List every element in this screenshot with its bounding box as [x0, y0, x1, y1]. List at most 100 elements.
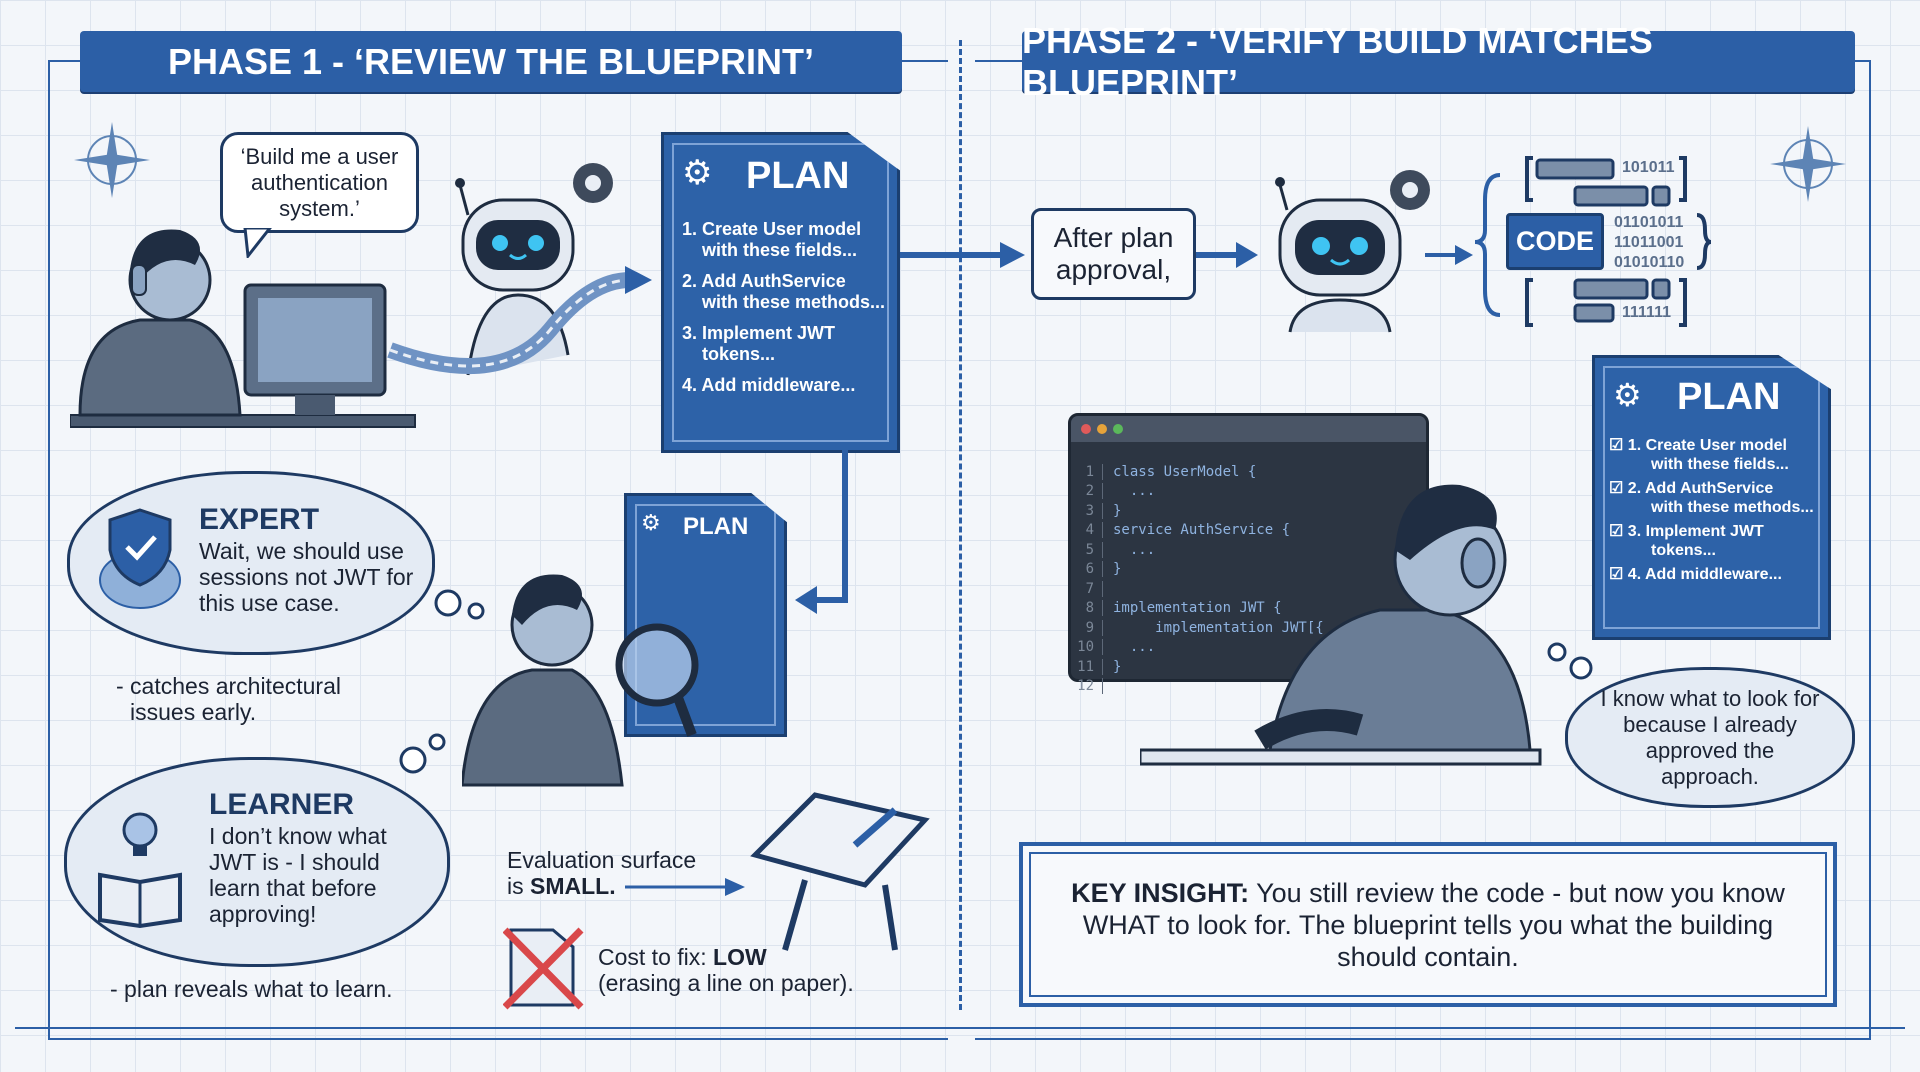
phase2-banner: PHASE 2 - ‘VERIFY BUILD MATCHES BLUEPRIN… [1022, 20, 1855, 103]
code-line: 1 class UserModel { [1071, 462, 1426, 482]
binary-line: 11011001 [1614, 234, 1684, 251]
arrow-to-robot [1196, 242, 1258, 268]
arrow-to-phase2 [900, 242, 1025, 268]
key-insight-text: KEY INSIGHT: You still review the code -… [1063, 877, 1793, 973]
checkmark-icon: ☑ [1609, 523, 1628, 540]
small-plan-title: PLAN [683, 513, 749, 540]
code-line: 5 ... [1071, 540, 1426, 560]
plan-title: PLAN [746, 155, 850, 197]
evaluation-surface-text: Evaluation surface is SMALL. [507, 847, 707, 899]
plan-steps: 1. Create User model with these fields..… [682, 219, 885, 396]
line-number: 10 [1071, 639, 1103, 656]
code-text: ... [1113, 541, 1156, 558]
plan-checklist: ☑ 1. Create User model with these fields… [1609, 436, 1814, 584]
speech-tail [243, 228, 272, 258]
checkmark-icon: ☑ [1609, 437, 1628, 454]
baseline-rule [15, 1027, 1905, 1029]
plan-document: ⚙ PLAN 1. Create User model with these f… [661, 132, 900, 453]
learner-title: LEARNER [209, 788, 355, 821]
line-number: 4 [1071, 522, 1103, 539]
expert-text: Wait, we should use sessions not JWT for… [199, 538, 414, 616]
crossed-document-icon [503, 927, 584, 1010]
plan-step: tokens... [1651, 542, 1716, 559]
line-number: 2 [1071, 483, 1103, 500]
gears-icon: ⚙ [1613, 377, 1642, 413]
binary-text: 101011 [1622, 159, 1675, 176]
code-line: 10 ... [1071, 638, 1426, 658]
learner-text: I don’t know what JWT is - I should lear… [209, 823, 387, 927]
code-text: class UserModel { [1113, 463, 1257, 480]
cost-prefix: Cost to fix: [598, 944, 714, 970]
code-text: } [1113, 502, 1122, 519]
reviewer-thought-text: I know what to look for because I alread… [1600, 685, 1820, 789]
code-label-box: CODE [1506, 213, 1604, 270]
phase-divider [959, 40, 962, 1010]
arrow-down-to-review [795, 450, 848, 614]
phase1-banner: PHASE 1 - ‘REVIEW THE BLUEPRINT’ [80, 31, 902, 92]
code-text: } [1113, 658, 1122, 675]
user-speech-text: ‘Build me a user authentication system.’ [240, 143, 399, 221]
plan-step: 2. Add AuthService [682, 271, 846, 291]
code-line: 11} [1071, 657, 1426, 677]
key-insight-box: KEY INSIGHT: You still review the code -… [1019, 842, 1837, 1007]
code-line: 8 implementation JWT { [1071, 599, 1426, 619]
expert-title: EXPERT [199, 503, 320, 536]
checkmark-icon: ☑ [1609, 480, 1628, 497]
plan-step: ☑ 3. Implement JWT [1609, 523, 1764, 540]
key-insight-label: KEY INSIGHT: [1071, 877, 1250, 908]
code-line: 3} [1071, 501, 1426, 521]
binary-line: 01101011 [1614, 214, 1684, 231]
arrow-to-code [1425, 245, 1473, 265]
gears-icon: ⚙ [682, 154, 713, 192]
plan-step: with these fields... [702, 240, 858, 260]
key-insight-body: You still review the code - but now you … [1082, 877, 1785, 972]
line-number: 1 [1071, 463, 1103, 480]
editor-titlebar [1071, 416, 1426, 442]
line-number: 9 [1071, 619, 1103, 636]
maximize-dot[interactable] [1113, 424, 1123, 434]
code-line: 12 [1071, 677, 1426, 697]
cost-to-fix-text: Cost to fix: LOW(erasing a line on paper… [598, 944, 898, 996]
approved-plan-document: ⚙ PLAN ☑ 1. Create User model with these… [1592, 355, 1831, 640]
thought-bubbles [1547, 642, 1593, 680]
thought-bubbles [399, 733, 446, 774]
binary-text: 111111 [1622, 304, 1671, 321]
compass-icon [74, 122, 150, 198]
line-number: 7 [1071, 580, 1103, 597]
cost-bold: LOW [713, 944, 767, 970]
after-plan-text: After plan approval, [1053, 222, 1174, 285]
line-number: 5 [1071, 541, 1103, 558]
reviewer-with-magnifier-illustration [462, 574, 699, 787]
code-text: implementation JWT { [1113, 600, 1282, 617]
code-line: 9 implementation JWT[{ [1071, 618, 1426, 638]
arrow-to-drafting-table [625, 878, 745, 896]
reviewer-thought-cloud: I know what to look for because I alread… [1565, 667, 1855, 808]
code-line: 2 ... [1071, 482, 1426, 502]
checkmark-icon: ☑ [1609, 566, 1628, 583]
code-label: CODE [1515, 226, 1594, 256]
plan-step: 1. Create User model [682, 219, 862, 239]
plan-step: with these methods... [1651, 499, 1814, 516]
line-number: 12 [1071, 678, 1103, 695]
learner-note: - plan reveals what to learn. [110, 976, 393, 1002]
lightbulb-book-icon [98, 812, 182, 929]
binary-line: 01010110 [1614, 254, 1685, 271]
plan-step: with these fields... [1651, 456, 1789, 473]
line-number: 11 [1071, 658, 1103, 675]
close-dot[interactable] [1081, 424, 1091, 434]
robot-icon [1275, 170, 1430, 333]
plan-step: ☑ 2. Add AuthService [1609, 480, 1774, 497]
code-line: 4 service AuthService { [1071, 521, 1426, 541]
minimize-dot[interactable] [1097, 424, 1107, 434]
evaluation-bold: SMALL. [530, 873, 616, 899]
plan-step: 3. Implement JWT [682, 323, 836, 343]
plan-step: with these methods... [702, 292, 886, 312]
after-plan-box: After plan approval, [1031, 208, 1196, 300]
user-at-computer-illustration [70, 229, 416, 428]
code-text: service AuthService { [1113, 522, 1291, 539]
line-number: 8 [1071, 600, 1103, 617]
compass-icon [1770, 126, 1846, 202]
plan-step: ☑ 1. Create User model [1609, 437, 1787, 454]
